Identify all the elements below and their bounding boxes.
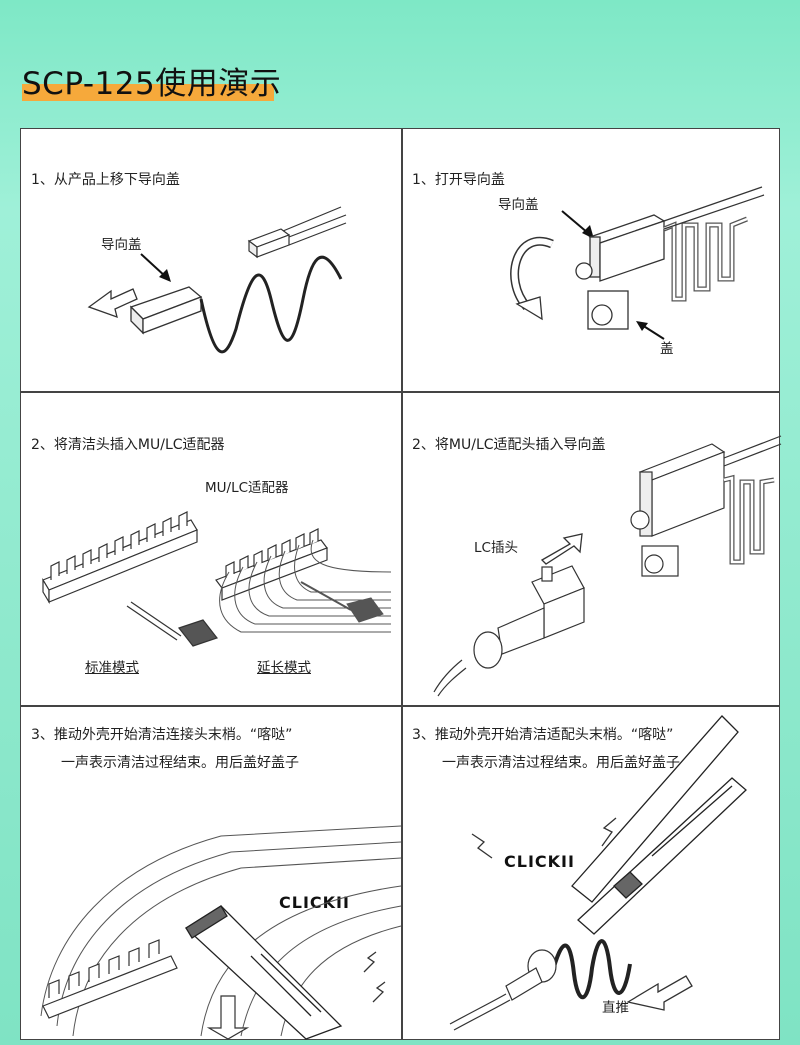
step2-right-illustration xyxy=(433,435,782,697)
adapter-label: MU/LC适配器 xyxy=(205,480,289,496)
step3-right-illustration xyxy=(449,715,747,1031)
page-title: SCP-125使用演示 xyxy=(22,66,282,102)
step3-right-caption-line2: 一声表示清洁过程结束。用后盖好盖子 xyxy=(442,755,680,771)
step3-left-caption-line1: 3、推动外壳开始清洁连接头末梢。“喀哒” xyxy=(31,727,293,743)
push-label: 直推 xyxy=(602,1000,629,1016)
step2-left-illustration xyxy=(42,511,392,647)
click-sound-text: CLICKII xyxy=(279,893,350,912)
panel-step2-insert-adapter: 2、将清洁头插入MU/LC适配器 MU/LC适配器 标准模式 延长模式 xyxy=(21,392,401,705)
step1-right-caption: 1、打开导向盖 xyxy=(412,172,505,188)
step3-left-illustration xyxy=(40,825,402,1040)
extended-mode-label: 延长模式 xyxy=(257,660,311,676)
standard-mode-label: 标准模式 xyxy=(85,660,139,676)
instruction-grid: 1、从产品上移下导向盖 导向盖 1、打开导向盖 导向盖 盖 xyxy=(20,128,782,1040)
panel-step2-insert-plug: 2、将MU/LC适配头插入导向盖 LC插头 xyxy=(402,392,782,705)
cap-label: 盖 xyxy=(660,341,674,357)
panel-step3-clean-connector: 3、推动外壳开始清洁连接头末梢。“喀哒” 一声表示清洁过程结束。用后盖好盖子 C… xyxy=(21,706,402,1040)
step3-left-caption-line2: 一声表示清洁过程结束。用后盖好盖子 xyxy=(61,755,299,771)
guide-cap-label-right: 导向盖 xyxy=(498,197,539,213)
panel-step1-open-cap: 1、打开导向盖 导向盖 盖 xyxy=(402,129,781,391)
step1-left-caption: 1、从产品上移下导向盖 xyxy=(31,172,180,188)
grid-divider-vertical xyxy=(401,129,403,1039)
title-block: SCP-125使用演示 xyxy=(22,58,281,102)
step1-left-illustration xyxy=(87,206,347,354)
step1-right-illustration xyxy=(510,186,765,340)
grid-divider-row1 xyxy=(21,391,779,393)
guide-cap-label: 导向盖 xyxy=(101,237,142,253)
step2-right-caption: 2、将MU/LC适配头插入导向盖 xyxy=(412,437,606,453)
click-sound-text-right: CLICKII xyxy=(504,852,575,871)
step2-left-caption: 2、将清洁头插入MU/LC适配器 xyxy=(31,437,225,453)
panel-step1-remove-cap: 1、从产品上移下导向盖 导向盖 xyxy=(21,129,401,391)
title-highlight xyxy=(22,84,274,101)
grid-divider-row2 xyxy=(21,705,779,707)
step3-right-caption-line1: 3、推动外壳开始清洁适配头末梢。“喀哒” xyxy=(412,727,674,743)
panel-step3-clean-adapter: 3、推动外壳开始清洁适配头末梢。“喀哒” 一声表示清洁过程结束。用后盖好盖子 C… xyxy=(402,706,781,1039)
lc-plug-label: LC插头 xyxy=(474,540,518,556)
